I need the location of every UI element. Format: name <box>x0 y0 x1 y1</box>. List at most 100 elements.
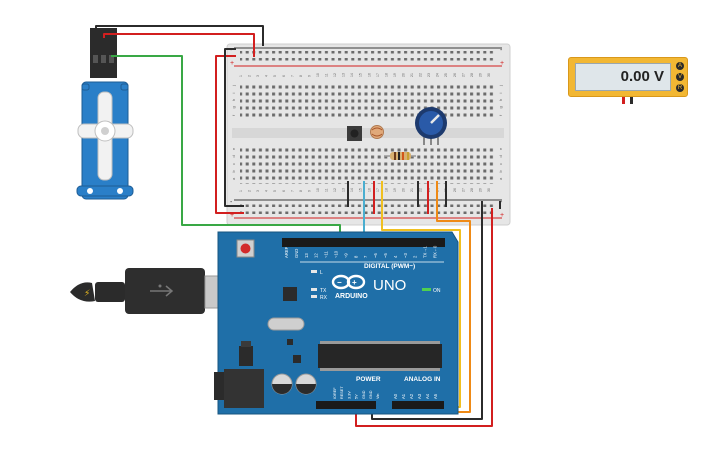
wire-servo-ground[interactable] <box>95 25 264 46</box>
breadboard-row-letter: d <box>231 155 236 157</box>
tx-led-label: TX <box>320 288 327 294</box>
power-pin-label: 5V <box>355 394 359 399</box>
multimeter-voltmeter-button[interactable]: V <box>676 73 684 81</box>
power-pin-label: RESET <box>340 386 344 399</box>
breadboard-row-letter: f <box>498 114 503 116</box>
center-channel <box>232 128 504 138</box>
breadboard-column-number: 21 <box>410 73 414 77</box>
breadboard-row-letter: a <box>231 177 236 180</box>
pushbutton[interactable] <box>347 126 362 141</box>
digital-pin-label: GND <box>294 249 299 258</box>
power-pin-label: GND <box>369 390 373 399</box>
breadboard-column-number: 20 <box>401 73 405 77</box>
servo-horn[interactable] <box>77 91 134 181</box>
breadboard-column-number: 15 <box>359 188 363 192</box>
breadboard-column-number: 10 <box>316 73 320 77</box>
analog-pin-label: A0 <box>393 393 398 399</box>
breadboard-column-number: 2 <box>248 75 252 77</box>
multimeter-display: 0.00 V <box>575 63 671 91</box>
wire-servo-signal[interactable] <box>111 55 341 240</box>
breadboard-column-number: 17 <box>376 188 380 192</box>
potentiometer[interactable] <box>415 107 447 145</box>
breadboard-row-letter: e <box>231 147 236 150</box>
rail-minus-sign-bl: - <box>230 199 233 206</box>
breadboard-column-number: 8 <box>299 190 303 192</box>
resistor[interactable] <box>384 152 416 160</box>
breadboard-column-number: 11 <box>325 73 329 77</box>
breadboard-column-number: 6 <box>282 75 286 77</box>
digital-pin-label: ~9 <box>343 253 348 258</box>
photoresistor[interactable] <box>370 125 384 139</box>
breadboard-column-number: 16 <box>367 188 371 192</box>
breadboard-column-number: 29 <box>478 188 482 192</box>
bottom-terminal-strip[interactable] <box>240 146 496 184</box>
breadboard-column-number: 11 <box>325 188 329 192</box>
analog-header[interactable] <box>392 401 444 409</box>
breadboard-row-letter: g <box>498 106 503 108</box>
top-rail-plus-holes <box>240 58 496 62</box>
breadboard-column-number: 30 <box>487 73 491 77</box>
breadboard-row-letter: g <box>231 106 236 108</box>
atmega-chip <box>318 341 442 371</box>
rail-plus-sign-bl: + <box>230 212 234 219</box>
breadboard-column-number: 30 <box>487 188 491 192</box>
arduino-brand: ARDUINO <box>335 293 368 300</box>
breadboard-column-number: 12 <box>333 73 337 77</box>
multimeter-probe-red[interactable] <box>622 96 625 104</box>
wire-servo-power[interactable] <box>103 33 255 57</box>
breadboard-row-letter: b <box>498 170 503 173</box>
breadboard-column-number: 24 <box>436 73 440 77</box>
multimeter[interactable]: 0.00 V A V R <box>568 57 688 97</box>
breadboard-column-number: 27 <box>461 188 465 192</box>
breadboard-row-letter: j <box>498 85 503 87</box>
breadboard-column-number: 17 <box>376 73 380 77</box>
breadboard-column-number: 5 <box>273 75 277 77</box>
digital-pin-label: ~10 <box>334 250 339 258</box>
digital-pin-label: 4 <box>393 255 398 258</box>
svg-text:⚡: ⚡ <box>84 288 90 298</box>
capacitors <box>271 373 317 395</box>
reset-button[interactable] <box>236 239 255 258</box>
breadboard-column-number: 21 <box>410 188 414 192</box>
breadboard-row-letter: h <box>231 99 236 101</box>
arduino-model: UNO <box>373 277 406 294</box>
breadboard-column-number: 16 <box>367 73 371 77</box>
power-header[interactable] <box>316 401 376 409</box>
multimeter-probe-black[interactable] <box>630 96 633 104</box>
servo-motor[interactable] <box>76 28 134 200</box>
breadboard-row-letter: a <box>498 177 503 180</box>
multimeter-ammeter-button[interactable]: A <box>676 62 684 70</box>
analog-in-label: ANALOG IN <box>404 376 441 383</box>
digital-pin-label: ~6 <box>373 253 378 258</box>
multimeter-ohmmeter-button[interactable]: R <box>676 84 684 92</box>
wire-left-ground-jumper[interactable] <box>224 48 244 207</box>
analog-pin-label: A3 <box>417 393 422 399</box>
power-pin-label: IOREF <box>333 387 337 399</box>
breadboard-column-number: 2 <box>248 190 252 192</box>
arduino-logo: − + <box>331 274 366 290</box>
top-rail-minus-holes <box>240 51 496 55</box>
breadboard-column-number: 26 <box>453 73 457 77</box>
breadboard-row-letter: d <box>498 155 503 157</box>
wire-rail-5v[interactable] <box>355 208 493 427</box>
breadboard-row-letter: c <box>498 163 503 165</box>
breadboard-column-number: 7 <box>290 75 294 77</box>
digital-pin-label: ~5 <box>383 253 388 258</box>
breadboard-row-letter: c <box>231 163 236 165</box>
power-jack[interactable] <box>224 369 264 408</box>
breadboard-column-number: 23 <box>427 73 431 77</box>
analog-pin-label: A2 <box>409 393 414 399</box>
digital-pin-label: 7 <box>363 255 368 258</box>
digital-header[interactable] <box>282 238 445 247</box>
top-terminal-strip[interactable] <box>240 82 496 120</box>
breadboard-column-number: 1 <box>239 190 243 192</box>
breadboard-column-number: 6 <box>282 190 286 192</box>
digital-pin-label: 12 <box>314 253 319 258</box>
breadboard-column-number: 28 <box>470 73 474 77</box>
